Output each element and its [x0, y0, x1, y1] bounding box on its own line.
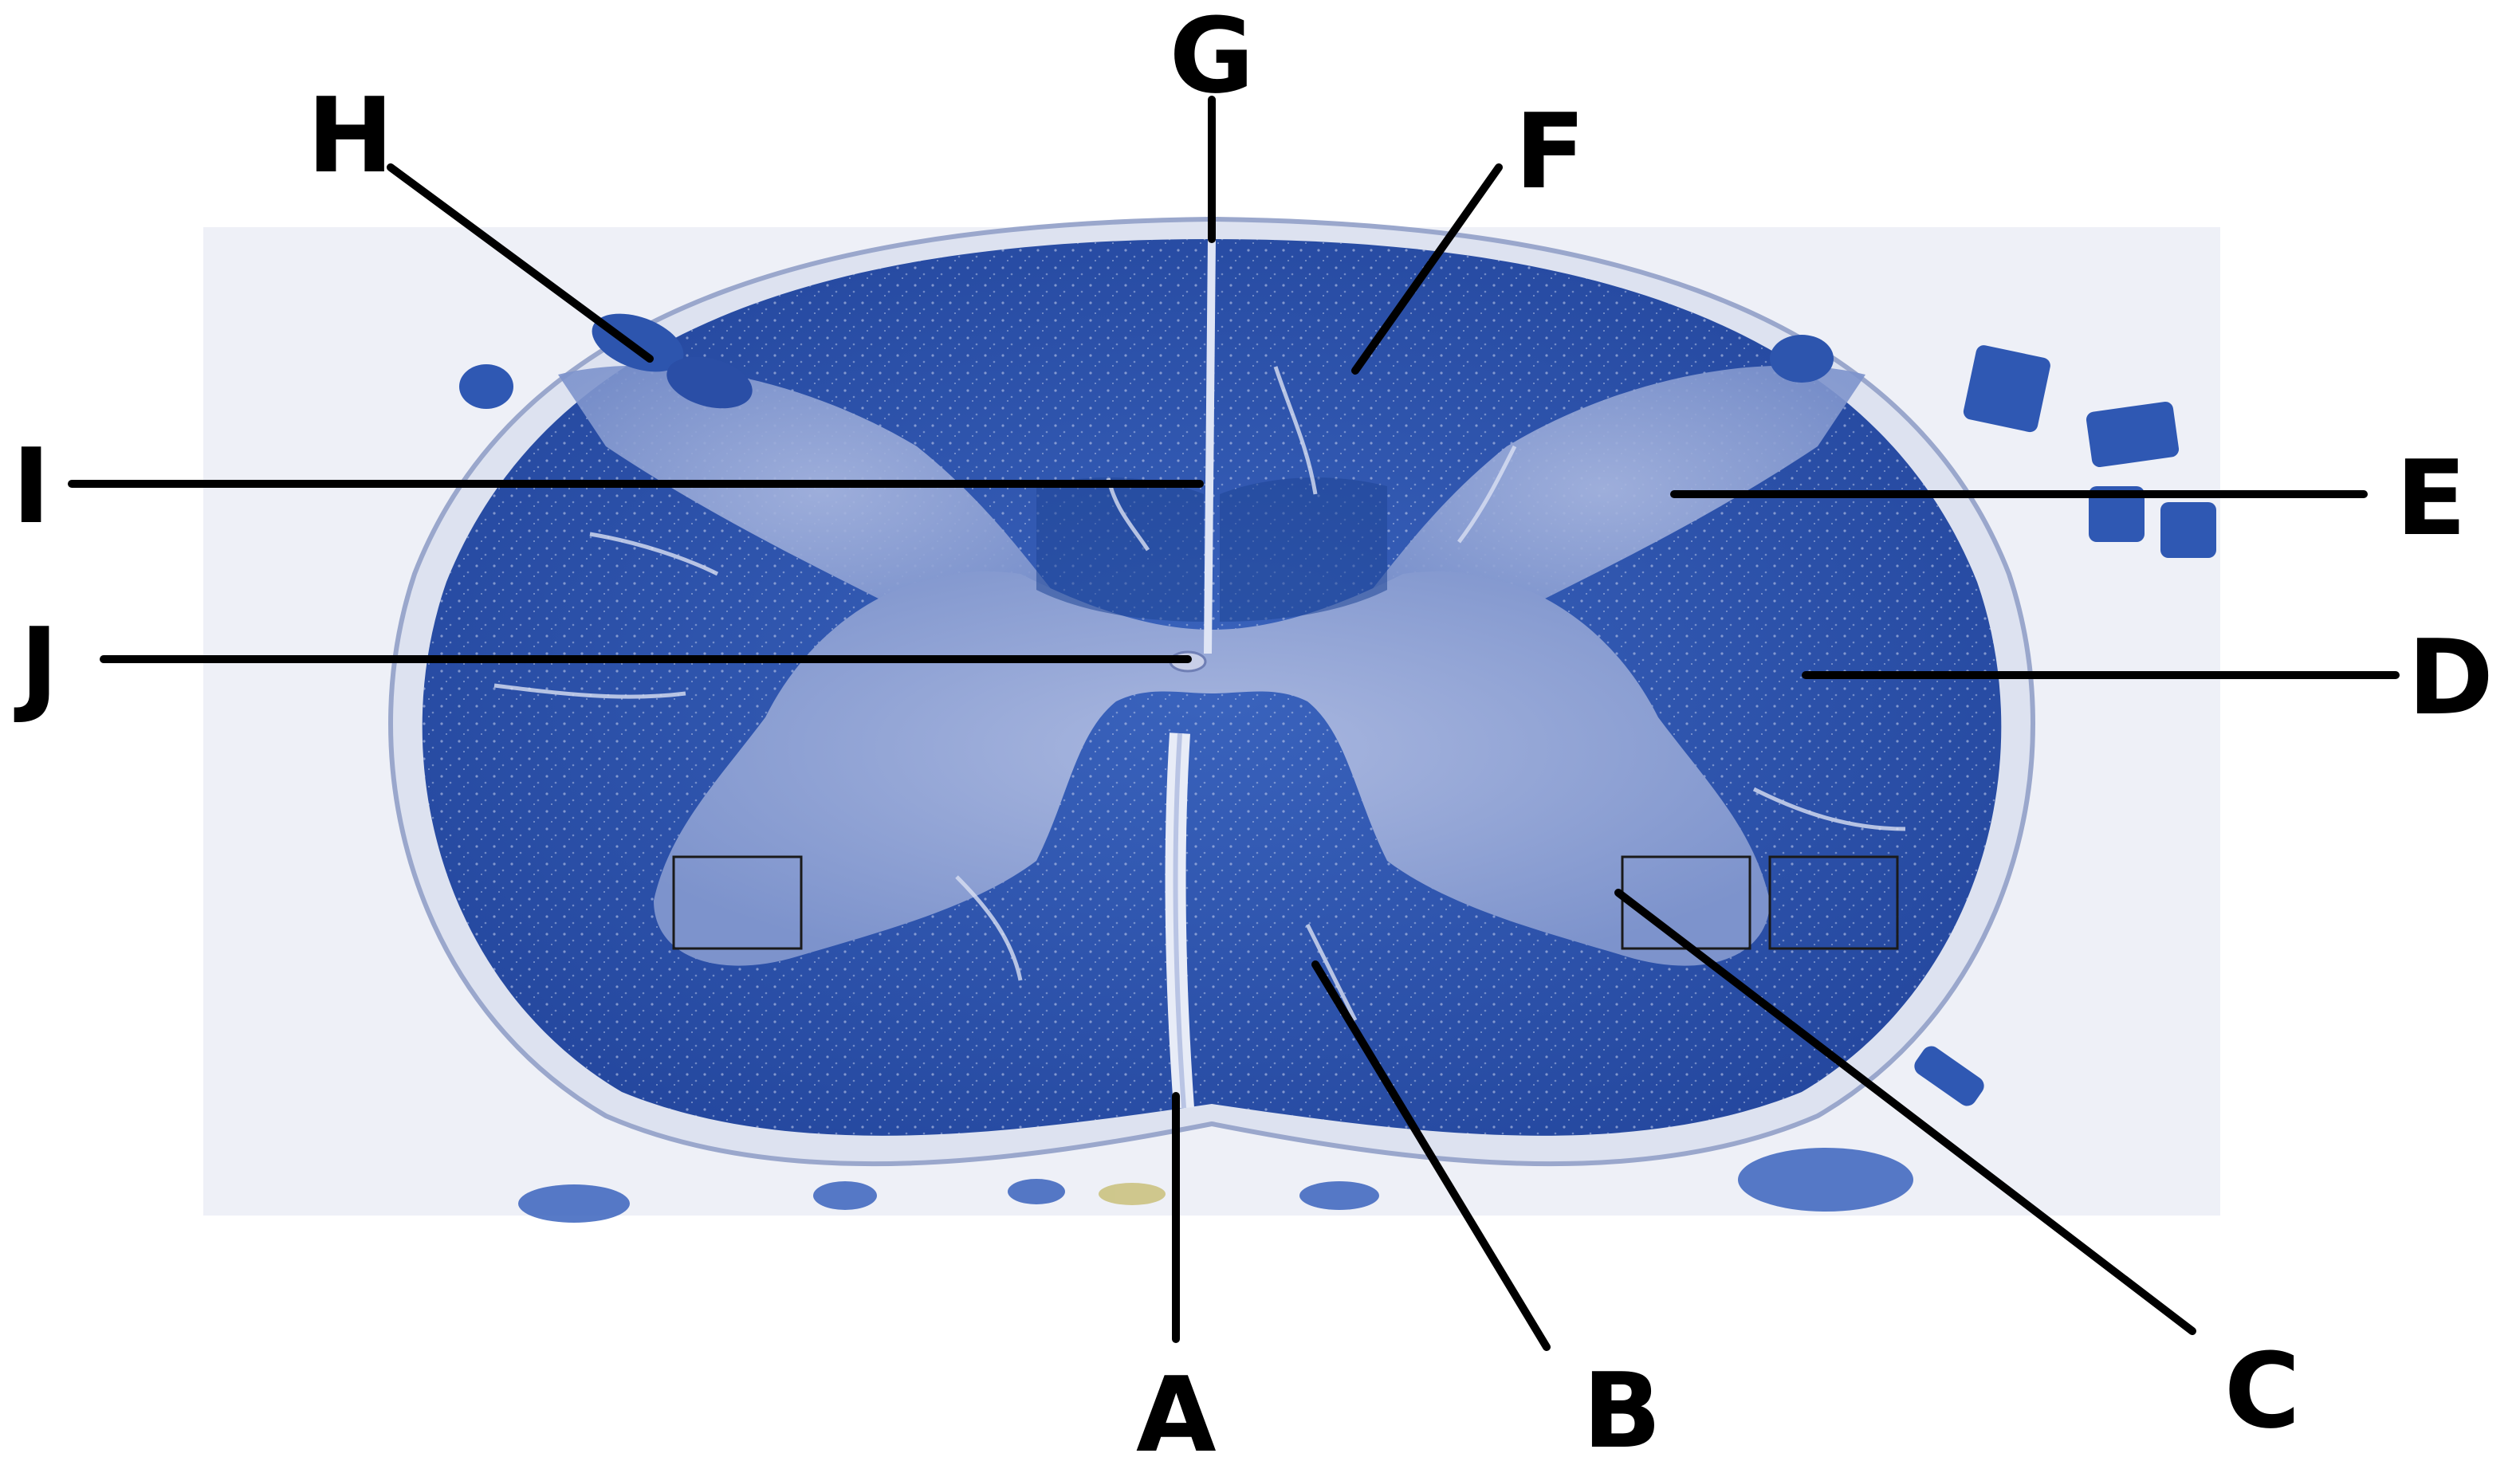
- posterior-median-septum: [1204, 238, 1216, 654]
- label-j: J: [14, 605, 58, 726]
- leader-b: [1311, 960, 1551, 1351]
- box-right-ventral-outer: [1768, 855, 1899, 950]
- label-d: D: [2408, 617, 2494, 738]
- ventral-fragments: [518, 1148, 1913, 1223]
- grey-matter: [654, 571, 1770, 966]
- dorsal-root-right: [1770, 335, 1834, 383]
- leader-c: [1614, 889, 2196, 1335]
- vessel-streaks: [493, 366, 1906, 1022]
- label-e: E: [2396, 438, 2467, 559]
- label-b: B: [1582, 1350, 1661, 1465]
- dorsal-columns: [1036, 477, 1204, 622]
- label-h: H: [307, 75, 394, 196]
- label-c: C: [2224, 1330, 2300, 1451]
- leader-h: [387, 163, 654, 363]
- label-a: A: [1136, 1354, 1217, 1465]
- label-f: F: [1515, 91, 1586, 212]
- dorsal-horn-right: [1339, 365, 1865, 642]
- box-left-ventral: [672, 855, 803, 950]
- label-g: G: [1170, 0, 1255, 116]
- nerve-rootlets: [459, 345, 2216, 1106]
- dorsal-horn-left: [558, 365, 1084, 642]
- label-i: I: [12, 426, 50, 547]
- leader-f: [1351, 163, 1503, 375]
